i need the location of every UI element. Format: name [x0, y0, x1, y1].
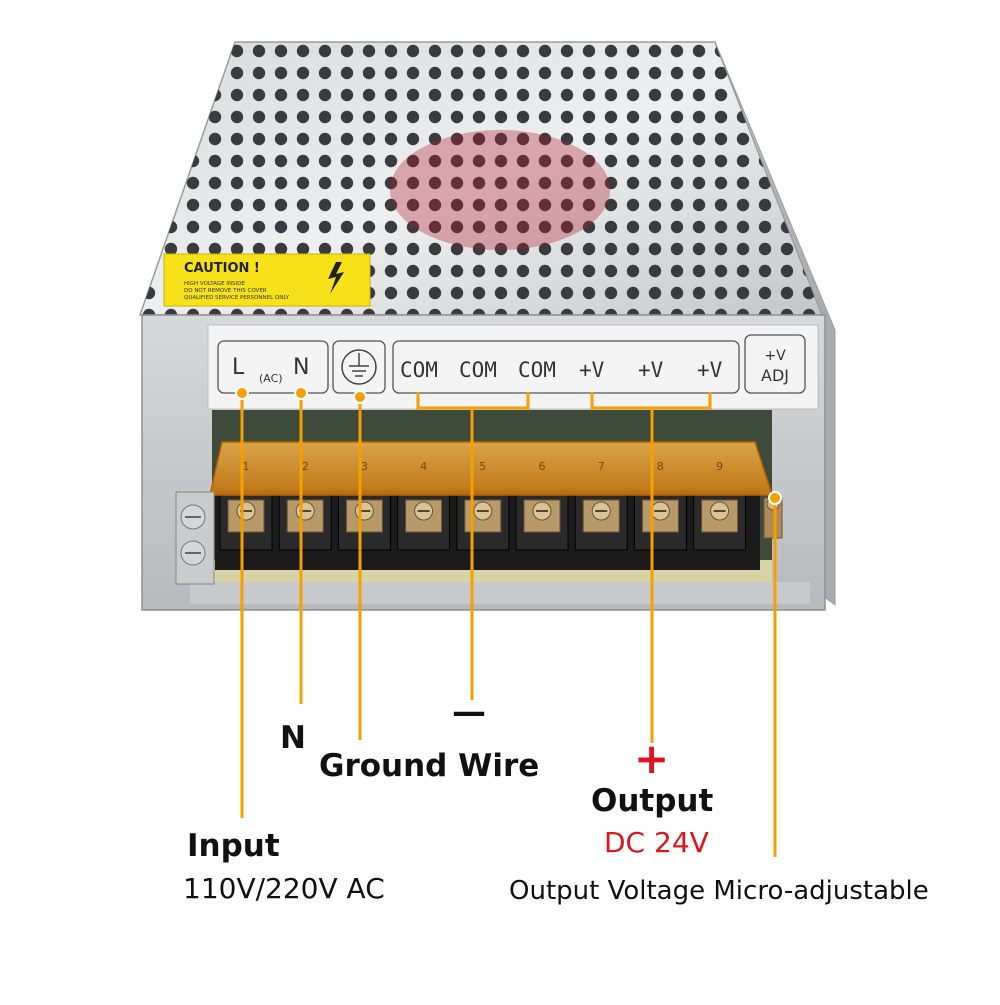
ac-input-box	[217, 340, 329, 394]
terminal-screw-icon	[456, 494, 510, 551]
label-com-2: COM	[459, 358, 497, 382]
adjust-callout: Output Voltage Micro-adjustable	[509, 876, 929, 906]
terminal-screw-icon	[337, 494, 391, 551]
terminal-number: 2	[302, 460, 309, 473]
caution-line-1: HIGH VOLTAGE INSIDE	[184, 281, 245, 287]
label-N: N	[293, 355, 309, 380]
terminal-cover	[209, 441, 774, 496]
minus-callout: —	[452, 692, 486, 732]
label-plusv-3: +V	[697, 358, 723, 382]
caution-label: CAUTION ! HIGH VOLTAGE INSIDE DO NOT REM…	[163, 253, 371, 307]
terminal-screw-icon	[397, 494, 451, 551]
terminal-number: 4	[420, 460, 427, 473]
terminal-number: 9	[716, 460, 723, 473]
caution-line-3: QUALIFIED SERVICE PERSONNEL ONLY	[184, 295, 290, 301]
output-callout: Output	[591, 783, 714, 819]
plus-callout: +	[634, 734, 670, 783]
terminal-numbers: 1 2 3 4 5 6 7 8 9	[243, 460, 724, 473]
terminal-number: 1	[243, 460, 250, 473]
n-callout: N	[280, 720, 306, 756]
terminal-screw-icon	[693, 494, 747, 551]
terminal-screw-icon	[219, 494, 273, 551]
label-com-3: COM	[518, 358, 556, 382]
ground-wire-callout: Ground Wire	[319, 748, 540, 784]
terminal-number: 6	[539, 460, 546, 473]
label-plusv-2: +V	[638, 358, 664, 382]
terminal-screw-icon	[515, 494, 569, 551]
terminal-number: 5	[479, 460, 486, 473]
terminal-block	[215, 490, 760, 570]
caution-line-2: DO NOT REMOVE THIS COVER	[184, 288, 267, 294]
terminal-number: 3	[361, 460, 368, 473]
label-plusv-1: +V	[579, 358, 605, 382]
label-com-1: COM	[400, 358, 438, 382]
caution-title: CAUTION !	[184, 261, 260, 276]
output-box	[392, 340, 740, 394]
input-callout: Input	[187, 828, 280, 864]
label-panel	[207, 324, 819, 410]
mounting-screw-icon	[175, 491, 215, 585]
input-value: 110V/220V AC	[183, 872, 385, 905]
label-L: L	[232, 355, 245, 380]
terminal-number: 8	[657, 460, 664, 473]
leader-lines	[240, 392, 777, 857]
output-value: DC 24V	[604, 826, 709, 859]
adj-box	[744, 334, 806, 394]
terminal-screw-icon	[574, 494, 628, 551]
high-voltage-icon	[328, 262, 344, 294]
label-adj: ADJ	[761, 366, 789, 385]
terminal-number: 7	[598, 460, 605, 473]
terminal-screw-icon	[633, 494, 687, 551]
terminal-screw-icon	[278, 494, 332, 551]
leader-endpoints	[235, 386, 782, 505]
label-AC: (AC)	[259, 372, 283, 385]
label-adj-plusv: +V	[764, 348, 786, 364]
